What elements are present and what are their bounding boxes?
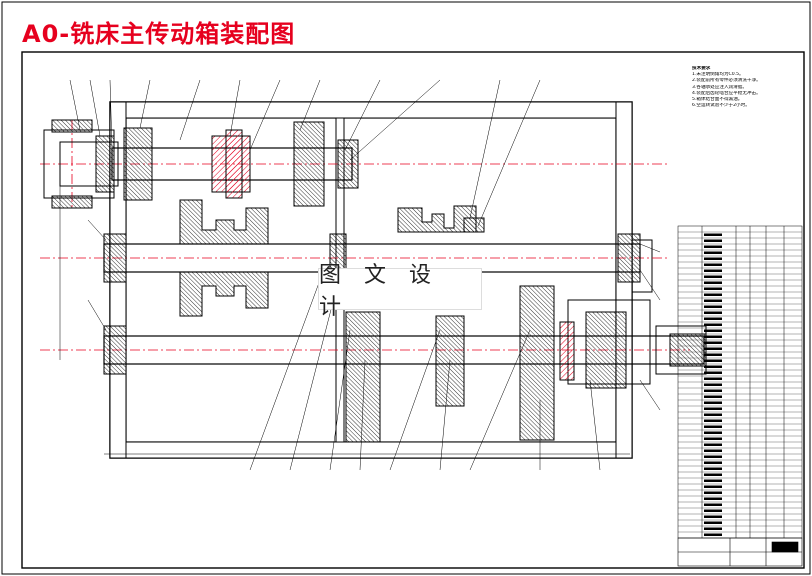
parts-list-text: [704, 353, 722, 356]
parts-list-text: [704, 341, 722, 344]
parts-list-text: [704, 371, 722, 374]
note-line: 3.各轴承处应注入润滑脂。: [692, 84, 747, 90]
technical-notes: 技术要求 1.未注明倒角均为C0.5。 2.装配前所有零件必须清洗干净。 3.各…: [692, 66, 804, 109]
leader-lines: [69, 79, 661, 471]
middle-shaft: [103, 199, 641, 317]
watermark: 图 文 设 计: [318, 263, 482, 320]
input-shaft: [43, 119, 359, 209]
parts-list-text: [704, 509, 722, 512]
parts-list-text: [704, 299, 722, 302]
parts-list-text: [704, 275, 722, 278]
note-line: 2.装配前所有零件必须清洗干净。: [692, 78, 761, 84]
parts-list-text: [704, 323, 722, 326]
parts-list-text: [704, 521, 722, 524]
parts-list-text: [704, 455, 722, 458]
parts-list-text: [704, 479, 722, 482]
parts-list-text: [704, 413, 722, 416]
parts-list-text: [704, 359, 722, 362]
parts-list-text: [704, 383, 722, 386]
parts-list-text: [704, 491, 722, 494]
drawing-frame: [21, 51, 805, 569]
parts-list-text: [704, 401, 722, 404]
parts-list-text: [704, 473, 722, 476]
drawing-title: A0-铣床主传动箱装配图: [22, 20, 296, 48]
parts-list-text: [704, 311, 722, 314]
parts-list-text: [704, 449, 722, 452]
parts-list-text: [704, 347, 722, 350]
parts-list-text: [704, 497, 722, 500]
parts-list-text: [704, 461, 722, 464]
parts-list-text: [704, 239, 722, 242]
parts-list-text: [704, 257, 722, 260]
parts-list-text: [704, 533, 722, 536]
parts-list-text: [704, 425, 722, 428]
parts-list-text: [704, 329, 722, 332]
parts-list-text: [704, 365, 722, 368]
note-line: 5.箱体结合面不得漏油。: [692, 97, 743, 103]
parts-list-text: [704, 515, 722, 518]
note-line: 4.装配后齿轮啮合应平稳无冲击。: [692, 90, 761, 96]
parts-list-text: [704, 305, 722, 308]
parts-list-text: [704, 287, 722, 290]
parts-list-text: [704, 431, 722, 434]
parts-list-text: [704, 419, 722, 422]
parts-list-text: [704, 317, 722, 320]
parts-list-text: [704, 269, 722, 272]
parts-list-text: [704, 467, 722, 470]
parts-list-text: [704, 443, 722, 446]
title-block: [677, 537, 803, 567]
parts-list-text: [704, 503, 722, 506]
parts-list-text: [704, 395, 722, 398]
parts-list-text: [704, 245, 722, 248]
parts-list-text: [704, 527, 722, 530]
parts-list-text: [704, 407, 722, 410]
parts-list-text: [704, 335, 722, 338]
parts-list-text: [704, 281, 722, 284]
parts-list-text: [704, 251, 722, 254]
parts-list-text: [704, 377, 722, 380]
output-shaft: [103, 285, 707, 443]
parts-list-text: [704, 293, 722, 296]
parts-list-text: [704, 263, 722, 266]
parts-list-rows: [678, 231, 802, 536]
parts-list-text: [704, 233, 722, 236]
dimension-line: [59, 160, 630, 455]
parts-list-text: [704, 437, 722, 440]
parts-list-text: [704, 485, 722, 488]
notes-heading: 技术要求: [692, 66, 711, 71]
note-line: 1.未注明倒角均为C0.5。: [692, 72, 744, 78]
note-line: 6.空运转试验不少于2小时。: [692, 103, 750, 109]
parts-list-text: [704, 389, 722, 392]
